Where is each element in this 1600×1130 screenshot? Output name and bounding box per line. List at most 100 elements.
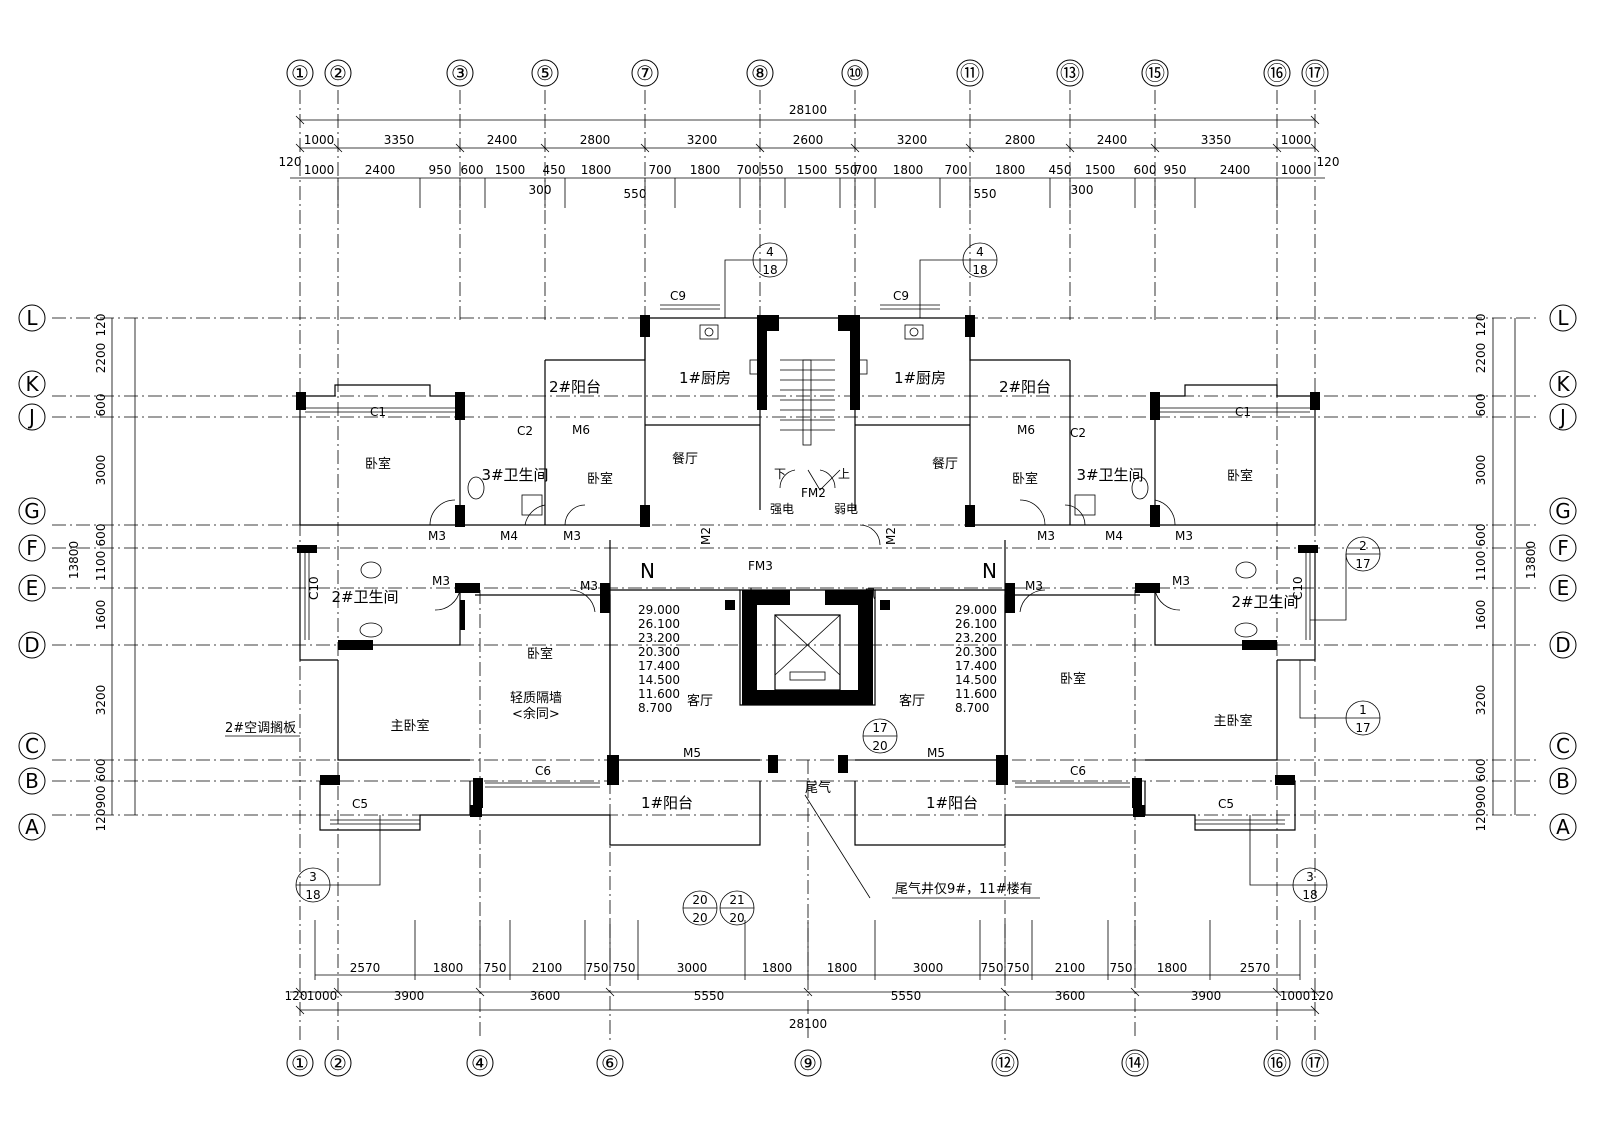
svg-text:M4: M4 bbox=[1105, 529, 1123, 543]
svg-text:750: 750 bbox=[1110, 961, 1133, 975]
svg-text:300: 300 bbox=[529, 183, 552, 197]
axis-bubble: F bbox=[1549, 534, 1577, 562]
svg-text:⑫: ⑫ bbox=[995, 1051, 1015, 1075]
svg-text:C1: C1 bbox=[370, 405, 386, 419]
svg-text:G: G bbox=[1555, 499, 1571, 523]
svg-text:M3: M3 bbox=[563, 529, 581, 543]
room-bedroom-n3: 卧室 bbox=[1012, 471, 1038, 487]
room-living-left: 客厅 bbox=[687, 693, 713, 709]
svg-text:900: 900 bbox=[94, 786, 108, 809]
svg-text:G: G bbox=[24, 499, 40, 523]
svg-text:750: 750 bbox=[1007, 961, 1030, 975]
svg-text:F: F bbox=[1557, 536, 1569, 560]
svg-text:M2: M2 bbox=[884, 527, 898, 545]
walls bbox=[299, 317, 1316, 846]
room-master-left: 主卧室 bbox=[390, 718, 429, 734]
axis-bubble: J bbox=[18, 403, 46, 431]
svg-text:11.600: 11.600 bbox=[638, 687, 680, 701]
svg-text:120: 120 bbox=[285, 989, 308, 1003]
svg-text:FM2: FM2 bbox=[801, 486, 826, 500]
svg-text:2570: 2570 bbox=[350, 961, 381, 975]
svg-text:120: 120 bbox=[279, 155, 302, 169]
svg-text:750: 750 bbox=[613, 961, 636, 975]
svg-text:C9: C9 bbox=[893, 289, 909, 303]
axis-bubble: ① bbox=[286, 59, 314, 87]
svg-text:M4: M4 bbox=[500, 529, 518, 543]
level-list-right: 29.000 26.100 23.200 20.300 17.400 14.50… bbox=[955, 603, 997, 715]
svg-text:1800: 1800 bbox=[762, 961, 793, 975]
svg-text:1800: 1800 bbox=[690, 163, 721, 177]
room-bath2-left: 2#卫生间 bbox=[331, 588, 398, 606]
svg-text:8.700: 8.700 bbox=[955, 701, 989, 715]
svg-text:600: 600 bbox=[1474, 759, 1488, 782]
axis-bubble: ⑧ bbox=[746, 59, 774, 87]
svg-text:⑯: ⑯ bbox=[1267, 61, 1287, 85]
axis-bubble: E bbox=[1549, 574, 1577, 602]
svg-text:2400: 2400 bbox=[1097, 133, 1128, 147]
axis-bubble: L bbox=[1549, 304, 1577, 332]
svg-text:2100: 2100 bbox=[1055, 961, 1086, 975]
svg-text:M3: M3 bbox=[428, 529, 446, 543]
axis-bubble: A bbox=[18, 813, 46, 841]
dim-total-left: 13800 bbox=[67, 541, 81, 579]
axis-bubble: J bbox=[1549, 403, 1577, 431]
dim-total-right: 13800 bbox=[1524, 541, 1538, 579]
axis-bubble: ⑫ bbox=[991, 1049, 1019, 1077]
svg-text:750: 750 bbox=[981, 961, 1004, 975]
room-bedroom-ne: 卧室 bbox=[1227, 468, 1253, 484]
svg-text:J: J bbox=[27, 405, 35, 429]
svg-text:C6: C6 bbox=[1070, 764, 1086, 778]
svg-text:600: 600 bbox=[1474, 524, 1488, 547]
room-balcony2-right: 2#阳台 bbox=[999, 378, 1051, 396]
svg-text:26.100: 26.100 bbox=[955, 617, 997, 631]
svg-text:20.300: 20.300 bbox=[638, 645, 680, 659]
axis-bubble: ⑯ bbox=[1263, 59, 1291, 87]
dimension-lines bbox=[111, 115, 1516, 1015]
svg-text:⑭: ⑭ bbox=[1125, 1051, 1145, 1075]
svg-text:⑩: ⑩ bbox=[846, 61, 864, 85]
axis-bubble: ⑨ bbox=[794, 1049, 822, 1077]
svg-text:⑦: ⑦ bbox=[636, 61, 654, 85]
svg-text:14.500: 14.500 bbox=[638, 673, 680, 687]
svg-text:FM3: FM3 bbox=[748, 559, 773, 573]
svg-text:120: 120 bbox=[1474, 809, 1488, 832]
axis-bubble: B bbox=[18, 767, 46, 795]
svg-text:M3: M3 bbox=[580, 579, 598, 593]
svg-text:M2: M2 bbox=[699, 527, 713, 545]
svg-text:⑧: ⑧ bbox=[751, 61, 769, 85]
svg-text:2800: 2800 bbox=[580, 133, 611, 147]
svg-text:③: ③ bbox=[451, 61, 469, 85]
svg-text:900: 900 bbox=[1474, 786, 1488, 809]
svg-text:C1: C1 bbox=[1235, 405, 1251, 419]
dims-top: 28100 1000 3350 2400 2800 3200 2600 3200… bbox=[279, 103, 1340, 201]
svg-text:1100: 1100 bbox=[1474, 551, 1488, 582]
svg-text:3000: 3000 bbox=[677, 961, 708, 975]
svg-text:4: 4 bbox=[976, 245, 984, 259]
svg-text:5550: 5550 bbox=[891, 989, 922, 1003]
axis-bubble: ① bbox=[286, 1049, 314, 1077]
svg-text:2600: 2600 bbox=[793, 133, 824, 147]
svg-text:C2: C2 bbox=[517, 424, 533, 438]
fixtures bbox=[359, 324, 1258, 638]
svg-text:A: A bbox=[1556, 815, 1570, 839]
svg-text:18: 18 bbox=[1302, 888, 1317, 902]
axis-labels-left: L K J G F E D C B A bbox=[18, 304, 46, 841]
svg-text:②: ② bbox=[329, 61, 347, 85]
axis-bubble: ③ bbox=[446, 59, 474, 87]
svg-text:C10: C10 bbox=[307, 576, 321, 600]
axis-bubble: ② bbox=[324, 59, 352, 87]
axis-bubble: ⑥ bbox=[596, 1049, 624, 1077]
callout-text: 4 18 4 18 3 18 3 18 2 17 1 17 17 20 20 2… bbox=[305, 245, 1370, 925]
room-master-right: 主卧室 bbox=[1213, 713, 1252, 729]
svg-text:20.300: 20.300 bbox=[955, 645, 997, 659]
component-tags: C9 C9 C1 C1 C2 C2 C5 C5 C6 C6 M6 M6 M3 M… bbox=[307, 289, 1305, 811]
svg-text:3600: 3600 bbox=[530, 989, 561, 1003]
svg-text:950: 950 bbox=[1164, 163, 1187, 177]
axis-bubble: K bbox=[18, 370, 46, 398]
svg-text:120: 120 bbox=[1474, 314, 1488, 337]
svg-text:K: K bbox=[25, 372, 39, 396]
callouts bbox=[295, 242, 1381, 926]
axis-bubble: C bbox=[18, 732, 46, 760]
svg-text:⑪: ⑪ bbox=[960, 61, 980, 85]
